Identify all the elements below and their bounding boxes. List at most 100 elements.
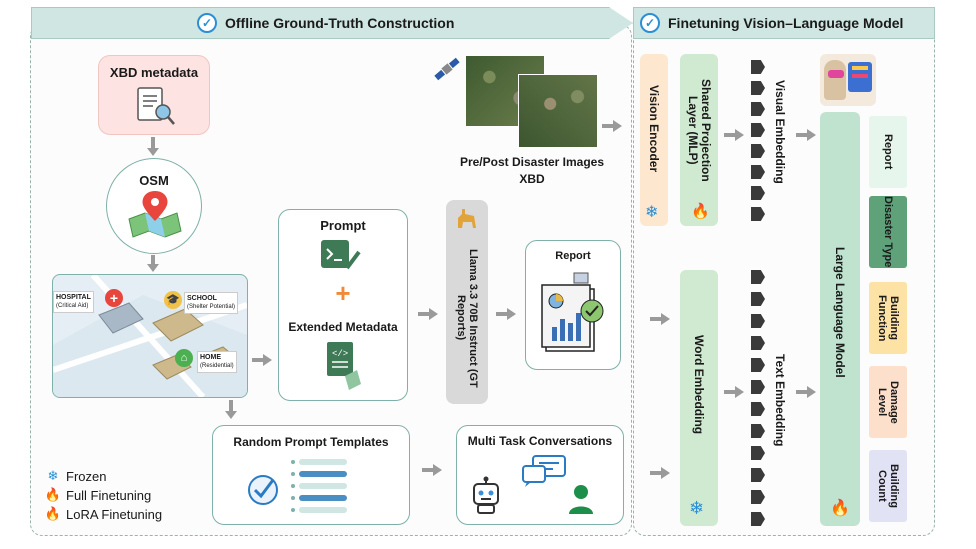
arrow-right [650, 467, 670, 479]
arrow-right [796, 129, 816, 141]
prompt-title: Prompt [320, 218, 366, 233]
checklist-icon [248, 459, 347, 513]
token [751, 270, 765, 284]
ground-truth-title: Offline Ground-Truth Construction [225, 15, 455, 31]
map-pin-icon [128, 191, 182, 238]
output-building-function: Building Function [869, 282, 907, 354]
arrow-down [147, 255, 159, 272]
ground-truth-banner: ✓ Offline Ground-Truth Construction [31, 7, 633, 39]
xbd-metadata-label: XBD metadata [109, 65, 199, 80]
output-report: Report [869, 116, 907, 188]
xbd-metadata-box: XBD metadata [98, 55, 210, 135]
report-chart-icon [541, 272, 604, 352]
school-label: SCHOOL (Shelter Potential) [184, 292, 239, 314]
token [751, 81, 765, 95]
arrow-right [650, 313, 670, 325]
llm-block: Large Language Model 🔥 [820, 112, 860, 526]
output-damage-level: Damage Level [869, 366, 907, 438]
word-embedding-label: Word Embedding [692, 335, 706, 435]
token [751, 144, 765, 158]
hospital-title: HOSPITAL [56, 294, 91, 301]
vision-encoder-label: Vision Encoder [647, 85, 661, 173]
llama-icon [458, 209, 476, 228]
arrow-right [796, 386, 816, 398]
school-title: SCHOOL [187, 295, 217, 302]
llama-label: Llama 3.3 70B Instruct (GT Reports) [455, 248, 479, 388]
output-disaster-type: Disaster Type [869, 196, 907, 268]
token [751, 380, 765, 394]
token [751, 336, 765, 350]
robot-icon [473, 476, 499, 514]
prompt-box: Prompt + Extended Metadata </> [278, 209, 408, 401]
visual-embedding-label: Visual Embedding [773, 80, 787, 184]
code-document-icon: </> [327, 342, 361, 390]
snowflake-icon: ❄ [689, 498, 705, 518]
user-icon [569, 485, 593, 514]
random-prompt-box: Random Prompt Templates [212, 425, 410, 525]
city-map-illustration: + HOSPITAL (Critical Aid) 🎓 SCHOOL (Shel… [52, 274, 248, 398]
report-box: Report [525, 240, 621, 370]
plus-sign: + [335, 278, 351, 308]
check-icon: ✓ [197, 13, 217, 33]
home-subtitle: (Residential) [200, 363, 234, 369]
home-title: HOME [200, 354, 221, 361]
arrow-down [225, 400, 237, 419]
token [751, 468, 765, 482]
post-disaster-image [518, 74, 598, 148]
finetuning-title: Finetuning Vision–Language Model [668, 15, 904, 31]
flame-icon: 🔥 [830, 500, 850, 517]
arrow-right [724, 129, 744, 141]
chat-bubble-icon [522, 455, 566, 487]
random-prompt-title: Random Prompt Templates [233, 435, 389, 449]
token [751, 123, 765, 137]
flame-icon: 🔥 [44, 506, 62, 521]
arrow-right [418, 308, 438, 320]
images-caption: Pre/Post Disaster Images XBD [452, 154, 612, 188]
svg-text:</>: </> [332, 349, 348, 359]
token [751, 186, 765, 200]
token [751, 102, 765, 116]
satellite-icon [434, 57, 460, 81]
hospital-pin-icon: + [105, 289, 123, 307]
home-label: HOME (Residential) [197, 351, 237, 373]
images-caption-line1: Pre/Post Disaster Images [459, 155, 605, 169]
osm-label: OSM [139, 173, 169, 188]
snowflake-icon: ❄ [47, 468, 59, 483]
projection-label: Shared Projection Layer (MLP) [686, 78, 713, 182]
token [751, 402, 765, 416]
llama-box: Llama 3.3 70B Instruct (GT Reports) [446, 200, 488, 404]
arrow-down [147, 137, 159, 156]
check-icon: ✓ [640, 13, 660, 33]
document-search-icon [137, 87, 175, 125]
flame-icon: 🔥 [691, 203, 710, 220]
legend-frozen: Frozen [66, 468, 107, 484]
terminal-icon [321, 240, 361, 270]
llm-mascot-icon [820, 54, 876, 106]
finetuning-banner: ✓ Finetuning Vision–Language Model [633, 7, 935, 39]
text-embedding-label: Text Embedding [773, 353, 787, 447]
extended-metadata-title: Extended Metadata [288, 320, 398, 334]
llm-label: Large Language Model [833, 246, 847, 378]
school-subtitle: (Shelter Potential) [187, 304, 236, 310]
token [751, 165, 765, 179]
arrow-right [496, 308, 516, 320]
projection-layer-block: Shared Projection Layer (MLP) 🔥 [680, 54, 718, 226]
arrow-right [602, 120, 622, 132]
legend-full: Full Finetuning [66, 487, 152, 503]
token [751, 358, 765, 372]
school-pin-icon: 🎓 [164, 291, 182, 309]
arrow-right [422, 464, 442, 476]
hospital-label: HOSPITAL (Critical Aid) [53, 291, 94, 313]
token [751, 314, 765, 328]
home-pin-icon: ⌂ [175, 349, 193, 367]
output-building-count: Building Count [869, 450, 907, 522]
token [751, 512, 765, 526]
vision-encoder-block: Vision Encoder ❄ [640, 54, 668, 226]
legend-lora: LoRA Finetuning [66, 506, 163, 522]
multi-task-title: Multi Task Conversations [467, 434, 613, 448]
token [751, 292, 765, 306]
snowflake-icon: ❄ [645, 204, 659, 221]
token [751, 60, 765, 74]
flame-icon: 🔥 [44, 487, 62, 502]
hospital-subtitle: (Critical Aid) [56, 303, 89, 309]
